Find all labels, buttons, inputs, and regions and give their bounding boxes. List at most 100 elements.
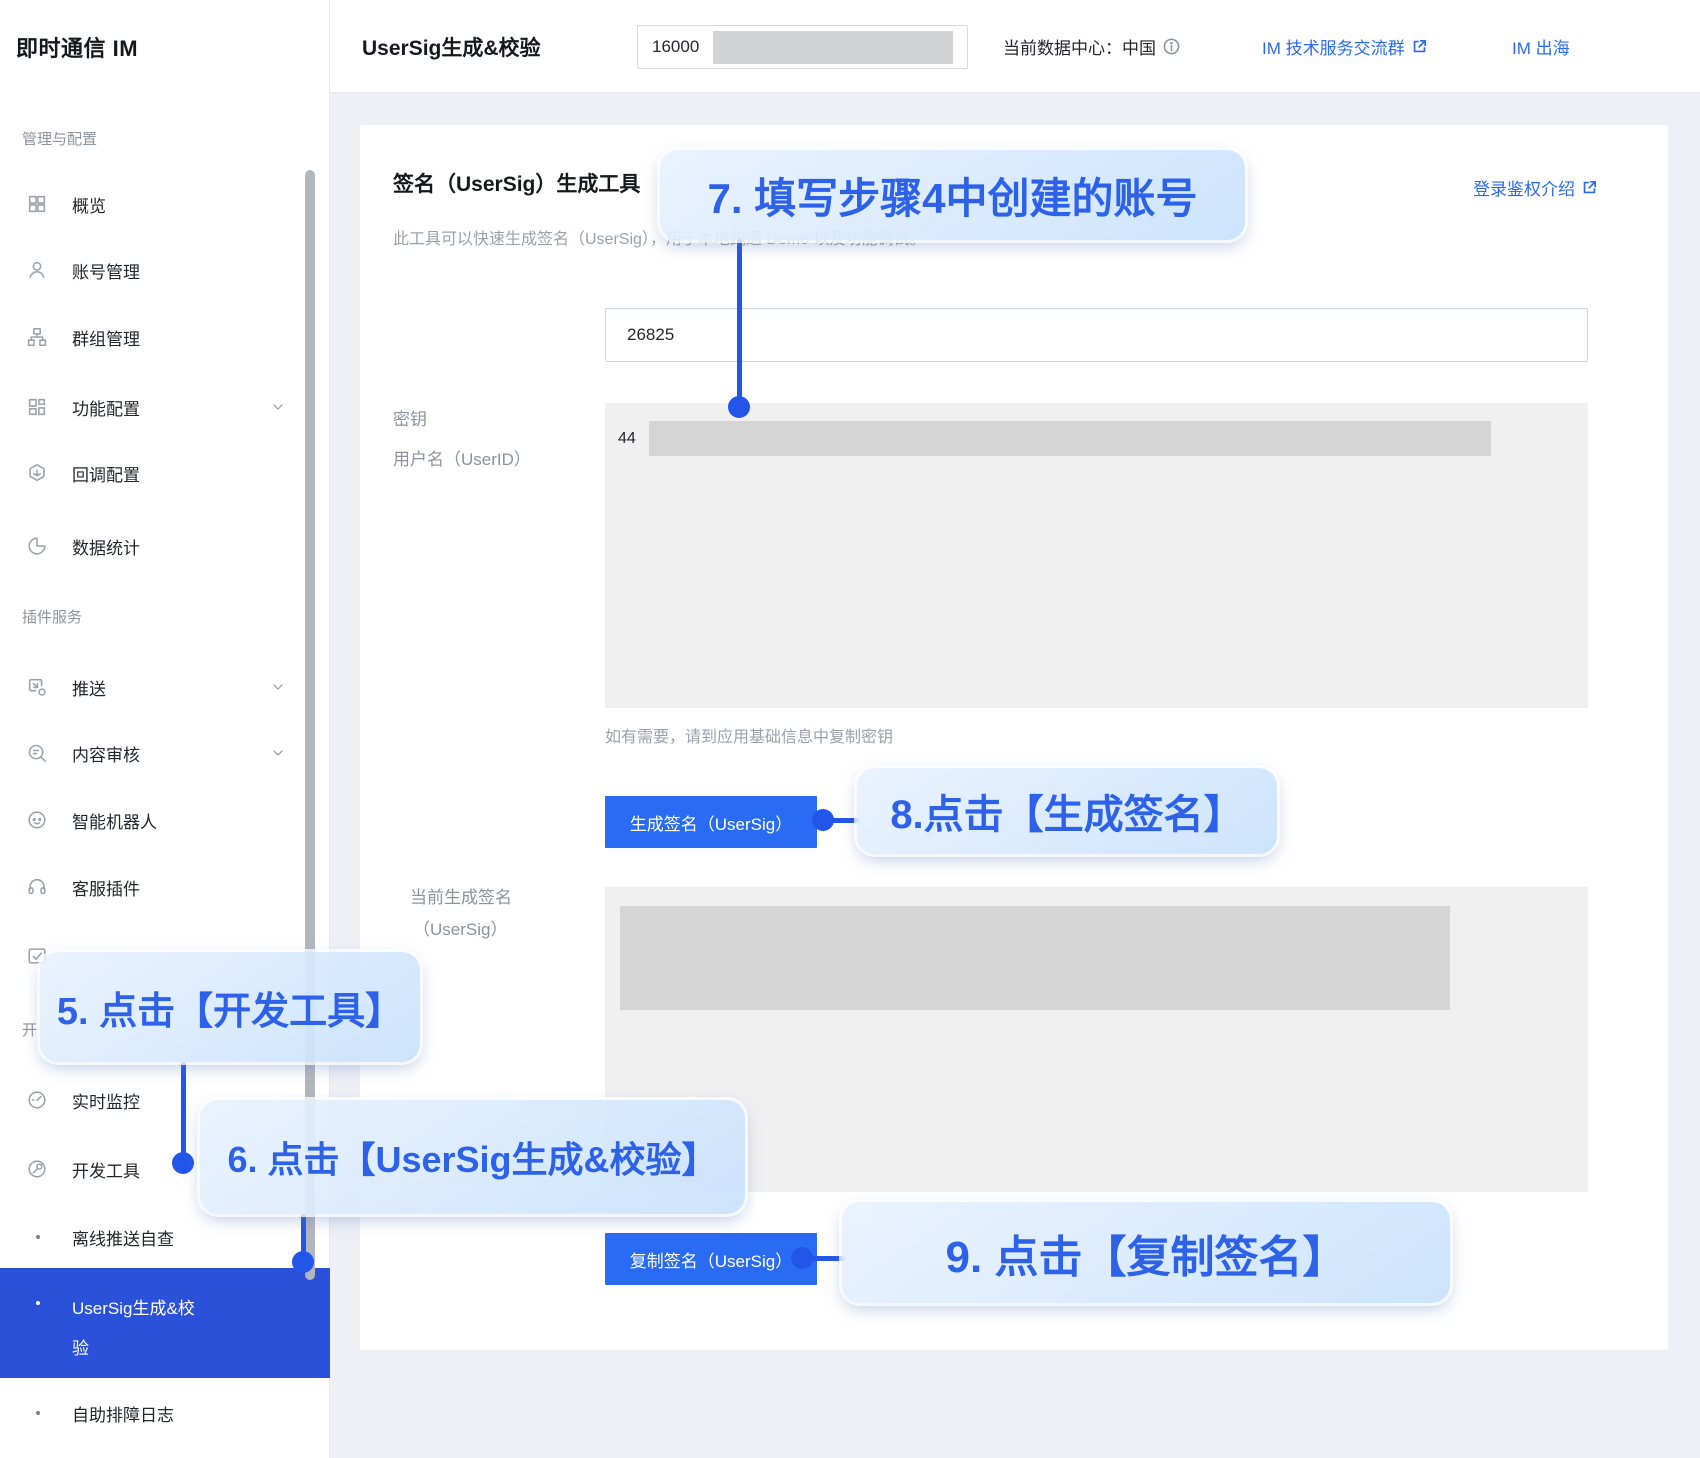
step9-connector-line [806,1256,846,1261]
auth-intro-link[interactable]: 登录鉴权介绍 [1473,175,1598,200]
top-header: UserSig生成&校验 16000 当前数据中心：中国 IM 技术服务交流群 … [330,0,1700,93]
bullet-icon [36,1235,40,1239]
sidebar-item-label: 推送 [72,679,106,699]
sidebar-subitem-offline-check[interactable]: 离线推送自查 [0,1217,330,1257]
sdkappid-redaction [713,31,953,64]
step5-connector-line [181,1062,186,1156]
sidebar-item-label: 客服插件 [72,879,140,899]
userid-input[interactable] [605,308,1588,362]
sidebar-item-devtools[interactable]: 开发工具 [0,1149,330,1189]
sidebar-subitem-usersig-active[interactable] [0,1268,330,1378]
sidebar-item-stats[interactable]: 数据统计 [0,526,330,566]
step8-connector-dot [812,809,834,831]
key-label: 密钥 [393,410,427,429]
callback-sync-icon [26,462,48,484]
wrench-icon [26,1158,48,1180]
link-overseas[interactable]: IM 出海 [1512,0,1570,93]
datacenter-label: 当前数据中心：中国 [1003,0,1181,93]
sidebar-section-manage: 管理与配置 [22,131,98,148]
step8-connector-line [826,818,860,823]
sidebar-item-label: 概览 [72,196,106,216]
key-hint: 如有需要，请到应用基础信息中复制密钥 [605,729,894,746]
step7-connector-line [737,238,742,400]
audit-search-icon [26,742,48,764]
chevron-down-icon [270,679,286,695]
current-sig-label-line2: （UserSig） [413,920,508,939]
info-icon[interactable] [1162,37,1181,56]
sidebar-item-push[interactable]: 推送 [0,667,330,707]
sidebar-item-monitor[interactable]: 实时监控 [0,1080,330,1120]
key-prefix-text: 44 [618,430,636,447]
org-chart-icon [26,326,48,348]
current-sig-label-line1: 当前生成签名 [410,888,512,907]
sidebar-item-label: 实时监控 [72,1092,140,1112]
card-title: 签名（UserSig）生成工具 [393,173,641,196]
sidebar-item-label: 功能配置 [72,399,140,419]
step7-connector-dot [728,396,750,418]
step6-connector-line [301,1214,306,1256]
link-label: IM 出海 [1512,39,1570,58]
sidebar-item-robot[interactable]: 智能机器人 [0,800,330,840]
external-link-icon [1581,179,1598,196]
sidebar-item-account[interactable]: 账号管理 [0,250,330,290]
userid-label: 用户名（UserID） [393,450,531,469]
feature-grid-icon [26,396,48,418]
step6-connector-dot [292,1251,314,1273]
key-textarea[interactable]: 44 [605,403,1588,708]
current-sig-output [605,887,1588,1192]
sidebar-item-label: 群组管理 [72,329,140,349]
sidebar-scrollbar[interactable] [305,170,315,1280]
gauge-icon [26,1089,48,1111]
sidebar-item-overview[interactable]: 概览 [0,184,330,224]
page-title: UserSig生成&校验 [362,36,541,60]
sdkappid-select[interactable]: 16000 [637,25,968,69]
chevron-down-icon [270,745,286,761]
copy-usersig-button[interactable]: 复制签名（UserSig） [605,1233,817,1285]
robot-icon [26,809,48,831]
sidebar-item-label: 数据统计 [72,538,140,558]
sidebar-item-label: 开发工具 [72,1161,140,1181]
bullet-icon [36,1411,40,1415]
link-label: 登录鉴权介绍 [1473,180,1575,199]
link-label: IM 技术服务交流群 [1262,39,1405,58]
sdkappid-value: 16000 [652,37,700,56]
sidebar-section-plugins: 插件服务 [22,609,83,626]
sidebar-item-label: UserSig生成&校 [72,1299,195,1318]
generate-usersig-button[interactable]: 生成签名（UserSig） [605,796,817,848]
step6-callout: 6. 点击【UserSig生成&校验】 [200,1100,745,1214]
pie-chart-icon [26,535,48,557]
chevron-down-icon [270,399,286,415]
sidebar: 即时通信 IM 管理与配置 概览 账号管理 群组管理 功能配置 回调配置 数据统… [0,0,330,1458]
step8-callout: 8.点击【生成签名】 [857,768,1277,854]
sidebar-item-label: 内容审核 [72,745,140,765]
link-support-group[interactable]: IM 技术服务交流群 [1262,0,1428,93]
sig-redaction [620,906,1450,1010]
sidebar-item-label: 验 [72,1339,89,1358]
bullet-icon [36,1301,40,1305]
step5-callout: 5. 点击【开发工具】 [40,952,420,1062]
sidebar-item-label: 账号管理 [72,262,140,282]
step9-connector-dot [791,1247,813,1269]
datacenter-text: 当前数据中心：中国 [1003,39,1156,58]
push-icon [26,676,48,698]
product-title: 即时通信 IM [16,35,139,61]
external-link-icon [1411,38,1428,55]
sidebar-item-label: 回调配置 [72,465,140,485]
sidebar-item-feature[interactable]: 功能配置 [0,387,330,427]
user-icon [26,259,48,281]
sidebar-subitem-self-log[interactable]: 自助排障日志 [0,1393,330,1433]
key-redaction [649,421,1491,456]
sidebar-item-label: 离线推送自查 [72,1229,174,1249]
sidebar-section-dev: 开 [22,1022,38,1039]
sidebar-item-service[interactable]: 客服插件 [0,867,330,907]
sidebar-item-group[interactable]: 群组管理 [0,317,330,357]
step5-connector-dot [172,1152,194,1174]
grid-icon [26,193,48,215]
sidebar-item-label: 智能机器人 [72,812,157,832]
headset-icon [26,876,48,898]
sidebar-item-moderation[interactable]: 内容审核 [0,733,330,773]
step9-callout: 9. 点击【复制签名】 [842,1202,1450,1303]
step7-callout: 7. 填写步骤4中创建的账号 [660,150,1245,240]
sidebar-item-callback[interactable]: 回调配置 [0,453,330,493]
